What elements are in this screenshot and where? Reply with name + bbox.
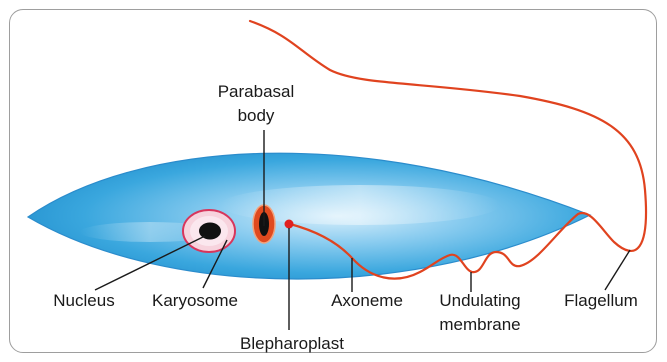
label-parabasal-line2: body: [238, 106, 275, 125]
label-axoneme: Axoneme: [331, 291, 403, 310]
label-nucleus: Nucleus: [53, 291, 114, 310]
label-flagellum: Flagellum: [564, 291, 638, 310]
label-parabasal-line1: Parabasal: [218, 82, 295, 101]
label-karyosome: Karyosome: [152, 291, 238, 310]
blepharoplast: [285, 220, 294, 229]
label-blepharoplast: Blepharoplast: [240, 334, 344, 353]
label-undulating-line1: Undulating: [439, 291, 520, 310]
leader-flagellum: [605, 250, 630, 290]
label-undulating-line2: membrane: [439, 315, 520, 334]
